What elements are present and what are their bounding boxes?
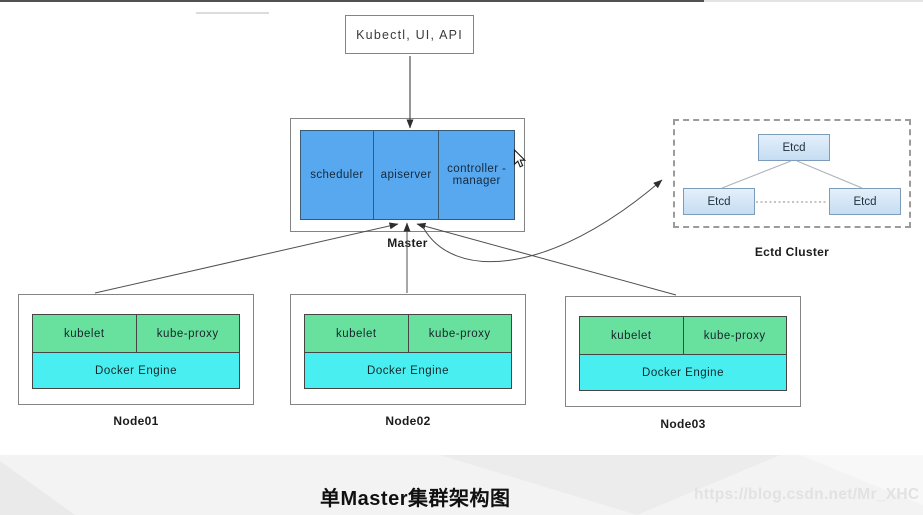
top-edge-line-light: [704, 0, 923, 2]
apiserver-label: apiserver: [380, 169, 432, 181]
controller-manager-box: controller -manager: [438, 131, 514, 219]
etcd-cluster-box: [673, 119, 911, 228]
etcd-left-label: Etcd: [707, 195, 731, 208]
node01-kubelet-box: kubelet: [33, 315, 136, 352]
node03-docker-engine-box: Docker Engine: [579, 354, 787, 391]
node01-docker-engine-label: Docker Engine: [95, 364, 177, 377]
node01-kube-proxy-box: kube-proxy: [135, 315, 239, 352]
node01-inner: kubelet kube-proxy Docker Engine: [32, 314, 240, 389]
scheduler-label: scheduler: [310, 169, 364, 181]
etcd-left-box: Etcd: [683, 188, 755, 215]
etcd-top-label: Etcd: [782, 141, 806, 154]
node03-kubelet-label: kubelet: [610, 329, 652, 342]
node02-kube-proxy-box: kube-proxy: [407, 315, 511, 352]
client-box: Kubectl, UI, API: [345, 15, 474, 54]
watermark-text: https://blog.csdn.net/Mr_XHC: [694, 486, 920, 503]
node01-kubelet-label: kubelet: [63, 327, 105, 340]
node01-kube-proxy-label: kube-proxy: [156, 327, 219, 340]
apiserver-box: apiserver: [372, 131, 439, 219]
diagram-caption: 单Master集群架构图: [320, 488, 511, 510]
node03-kube-proxy-label: kube-proxy: [703, 329, 766, 342]
node01-box: kubelet kube-proxy Docker Engine: [18, 294, 254, 405]
etcd-right-box: Etcd: [829, 188, 901, 215]
node03-kubelet-box: kubelet: [580, 317, 683, 354]
node03-inner: kubelet kube-proxy Docker Engine: [579, 316, 787, 391]
node03-label: Node03: [660, 417, 706, 431]
node02-inner: kubelet kube-proxy Docker Engine: [304, 314, 512, 389]
footer-facet-left: [0, 461, 75, 515]
node02-kube-proxy-label: kube-proxy: [428, 327, 491, 340]
controller-manager-label: controller -manager: [447, 163, 507, 187]
etcd-top-box: Etcd: [758, 134, 830, 161]
client-box-label: Kubectl, UI, API: [356, 27, 463, 42]
node02-kubelet-box: kubelet: [305, 315, 408, 352]
node01-label: Node01: [113, 414, 159, 428]
node03-box: kubelet kube-proxy Docker Engine: [565, 296, 801, 407]
node01-docker-engine-box: Docker Engine: [32, 352, 240, 389]
node02-kubelet-label: kubelet: [335, 327, 377, 340]
node03-kube-proxy-box: kube-proxy: [682, 317, 786, 354]
arrow-node01-to-apiserver: [94, 222, 399, 294]
etcd-right-label: Etcd: [853, 195, 877, 208]
node02-docker-engine-box: Docker Engine: [304, 352, 512, 389]
top-small-segment: [196, 12, 269, 14]
arrow-node03-to-apiserver: [416, 222, 677, 296]
scheduler-box: scheduler: [301, 131, 373, 219]
footer-band: [0, 455, 923, 515]
master-label: Master: [387, 236, 428, 250]
master-components-row: scheduler apiserver controller -manager: [300, 130, 515, 220]
top-edge-line: [0, 0, 704, 2]
etcd-cluster-label: Ectd Cluster: [754, 245, 830, 259]
node02-box: kubelet kube-proxy Docker Engine: [290, 294, 526, 405]
node03-docker-engine-label: Docker Engine: [642, 366, 724, 379]
node02-label: Node02: [385, 414, 431, 428]
node02-docker-engine-label: Docker Engine: [367, 364, 449, 377]
